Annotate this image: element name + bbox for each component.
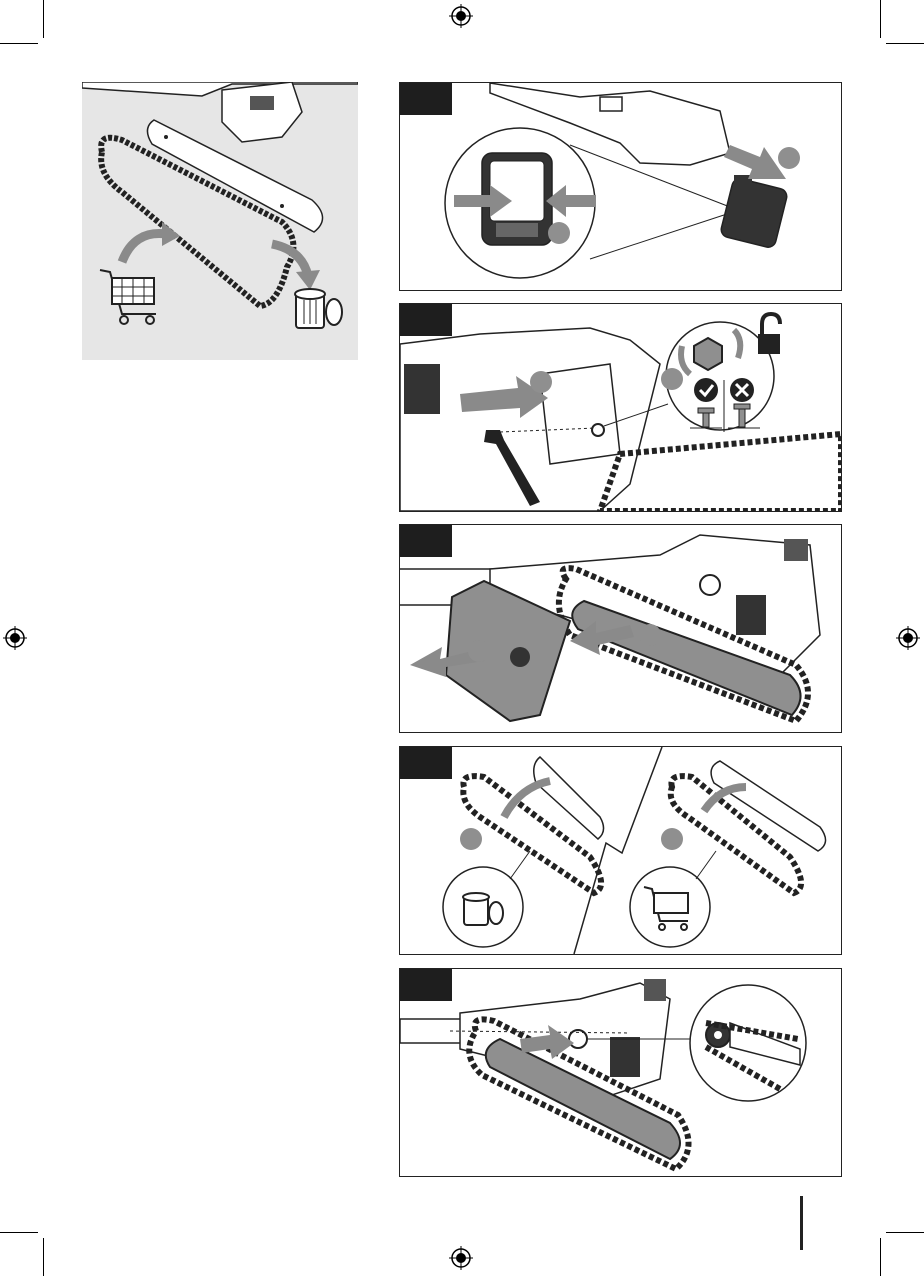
callout-circle xyxy=(778,147,800,169)
step-3-panel xyxy=(399,524,842,733)
guide-bar-icon xyxy=(147,120,322,232)
registration-mark-bottom-icon xyxy=(449,1246,473,1270)
callout-circle xyxy=(460,828,482,850)
step-1-panel xyxy=(399,82,842,291)
crop-mark-bottom-left-v xyxy=(43,1238,44,1276)
step-4-panel xyxy=(399,746,842,955)
trash-bin-icon xyxy=(295,289,342,328)
curved-arrow-icon xyxy=(122,234,166,262)
crop-mark-top-right-v xyxy=(880,0,881,38)
crop-mark-top-left-v xyxy=(43,0,44,38)
crop-mark-bottom-right-h xyxy=(886,1232,924,1233)
callout-circle xyxy=(661,368,683,390)
unlock-icon xyxy=(758,314,780,354)
crop-mark-top-right-h xyxy=(886,43,924,44)
step-5-panel xyxy=(399,968,842,1177)
hex-nut-icon xyxy=(694,338,722,370)
crop-mark-bottom-left-h xyxy=(0,1232,38,1233)
registration-mark-top-icon xyxy=(449,4,473,28)
callout-circle xyxy=(468,640,490,662)
page-edge-bar xyxy=(800,1196,803,1250)
check-icon xyxy=(694,378,718,402)
callout-circle xyxy=(639,624,661,646)
crop-mark-top-left-h xyxy=(0,43,38,44)
callout-circle xyxy=(661,828,683,850)
pull-arrow-icon xyxy=(724,145,786,179)
battery-icon xyxy=(720,175,789,249)
overview-illustration xyxy=(82,82,358,360)
callout-circle xyxy=(548,222,570,244)
step-2-panel xyxy=(399,303,842,512)
crop-mark-bottom-right-v xyxy=(880,1238,881,1276)
shopping-cart-icon xyxy=(100,270,156,324)
callout-circle xyxy=(530,371,552,393)
registration-mark-left-icon xyxy=(3,626,27,650)
registration-mark-right-icon xyxy=(896,626,920,650)
guide-bar-icon xyxy=(534,757,604,839)
